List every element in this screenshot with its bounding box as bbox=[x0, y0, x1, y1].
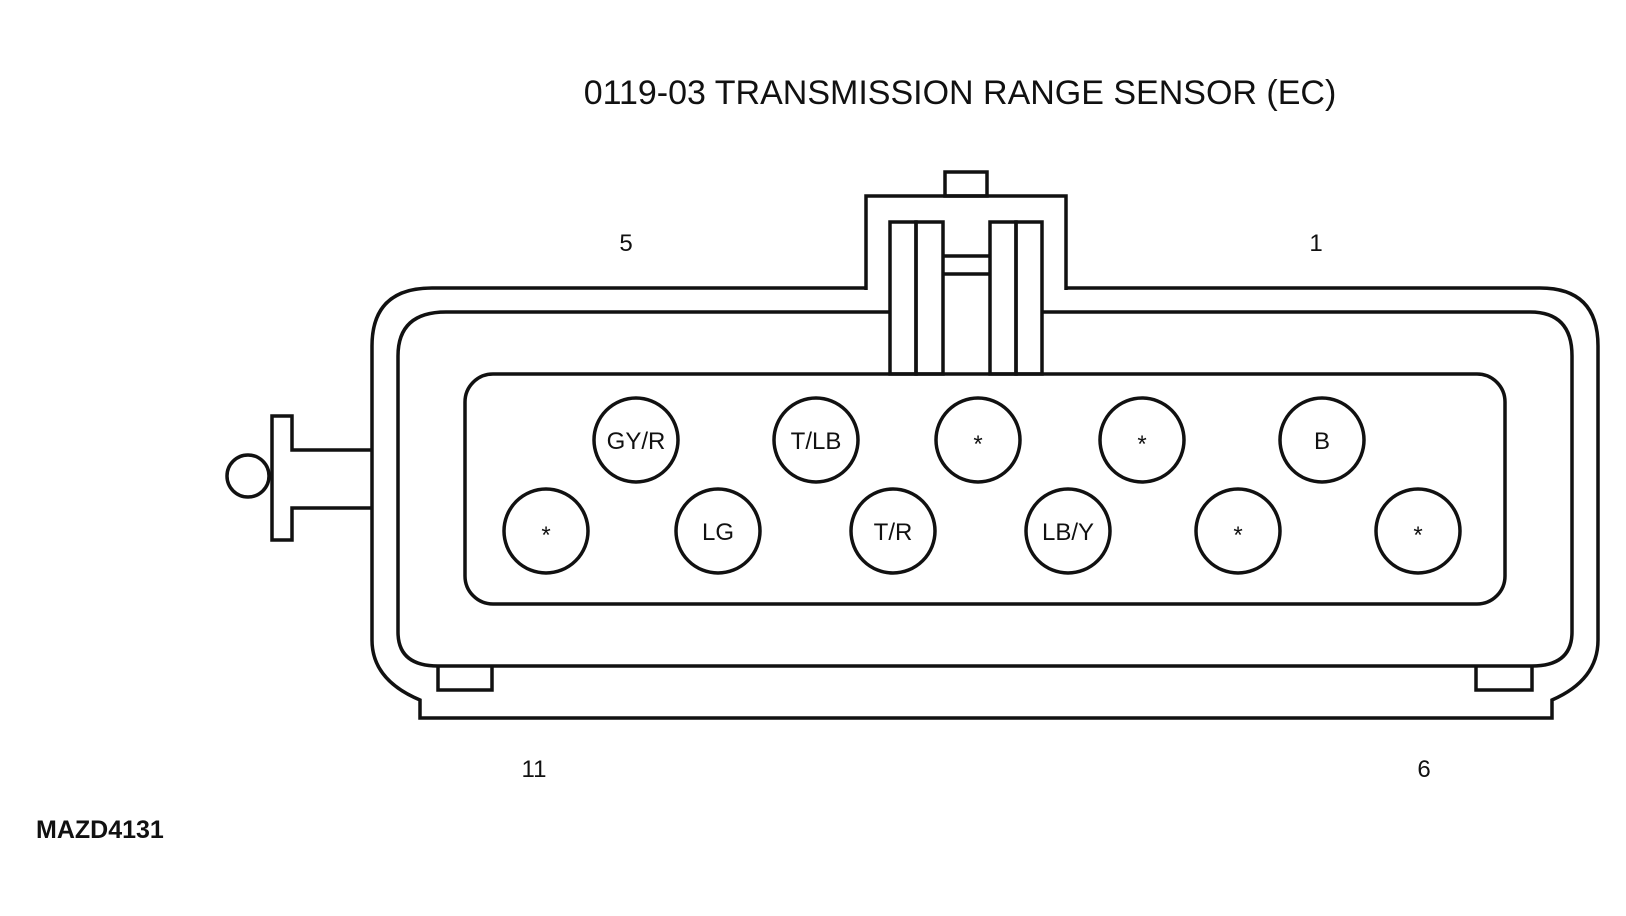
pin-circle bbox=[1374, 487, 1462, 575]
pin-circle bbox=[1278, 396, 1366, 484]
pin-wire-label: * bbox=[973, 431, 982, 458]
figure-code: MAZD4131 bbox=[36, 816, 164, 844]
pin-number-5: 5 bbox=[619, 230, 632, 257]
bottom-notches bbox=[436, 666, 1534, 692]
pin-circle bbox=[502, 487, 590, 575]
pin-wire-label: LG bbox=[702, 519, 734, 546]
diagram-title: 0119-03 TRANSMISSION RANGE SENSOR (EC) bbox=[584, 74, 1337, 112]
pin-wire-label: B bbox=[1314, 428, 1330, 455]
pin-wire-label: T/R bbox=[874, 519, 913, 546]
pin-terminal: * bbox=[1374, 487, 1462, 575]
pin-terminal: T/LB bbox=[772, 396, 860, 484]
pin-terminal: * bbox=[1194, 487, 1282, 575]
pin-number-11: 11 bbox=[522, 756, 547, 783]
pin-number-1: 1 bbox=[1309, 230, 1322, 257]
pin-wire-label: * bbox=[1233, 522, 1242, 549]
pin-circle bbox=[934, 396, 1022, 484]
pin-terminal: LB/Y bbox=[1024, 487, 1112, 575]
top-row-pins: GY/R T/LB * * B bbox=[592, 396, 1366, 484]
pin-wire-label: * bbox=[541, 522, 550, 549]
pin-circle bbox=[1098, 396, 1186, 484]
pin-circle bbox=[849, 487, 937, 575]
bottom-row-pins: * LG T/R LB/Y * * bbox=[502, 487, 1462, 575]
pin-wire-label: LB/Y bbox=[1042, 519, 1094, 546]
pin-terminal: LG bbox=[674, 487, 762, 575]
pin-circle bbox=[772, 396, 860, 484]
housing-outer bbox=[370, 286, 1600, 720]
pin-wire-label: T/LB bbox=[791, 428, 842, 455]
pin-terminal: GY/R bbox=[592, 396, 680, 484]
pin-wire-label: * bbox=[1137, 431, 1146, 458]
pin-number-6: 6 bbox=[1417, 756, 1430, 783]
pin-cavity-face bbox=[463, 372, 1507, 606]
pin-terminal: B bbox=[1278, 396, 1366, 484]
housing-inner bbox=[396, 310, 1574, 668]
side-clip bbox=[225, 414, 372, 542]
pin-terminal: * bbox=[934, 396, 1022, 484]
locking-tab bbox=[864, 170, 1068, 376]
pin-wire-label: GY/R bbox=[607, 428, 666, 455]
pin-terminal: T/R bbox=[849, 487, 937, 575]
pin-terminal: * bbox=[1098, 396, 1186, 484]
pin-circle bbox=[592, 396, 680, 484]
pin-circle bbox=[1024, 487, 1112, 575]
pin-circle bbox=[1194, 487, 1282, 575]
pin-terminal: * bbox=[502, 487, 590, 575]
pin-wire-label: * bbox=[1413, 522, 1422, 549]
pin-circle bbox=[674, 487, 762, 575]
